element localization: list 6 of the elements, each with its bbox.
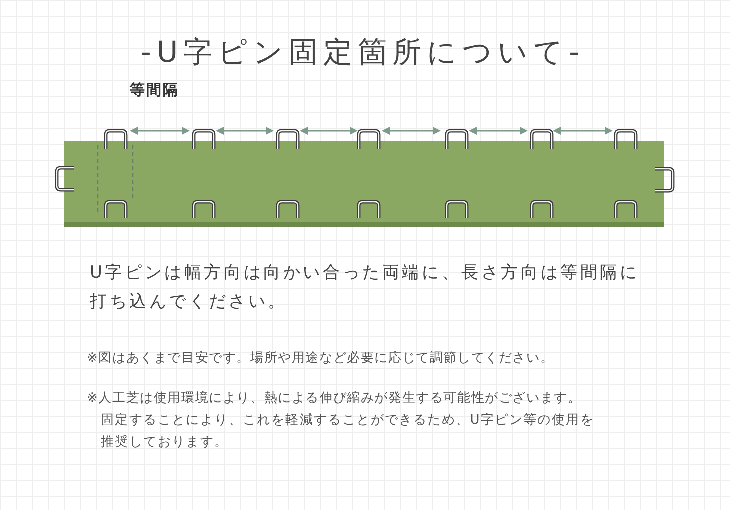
note-text: 固定することにより、これを軽減することができるため、U字ピン等の使用を推奨しております。 [101,412,596,452]
note-text: ※人工芝は使用環境により、熱による伸び縮みが発生する可能性がございます。 [87,390,582,408]
instruction-text: U字ピンは幅方向は向かい合った両端に、長さ方向は等間隔に打ち込んでください。 [90,262,641,314]
spacing-label: 等間隔 [130,80,180,100]
note-text: ※図はあくまで目安です。場所や用途など必要に応じて調節してください。 [87,350,554,368]
page-title: -U字ピン固定箇所について- [140,34,586,70]
